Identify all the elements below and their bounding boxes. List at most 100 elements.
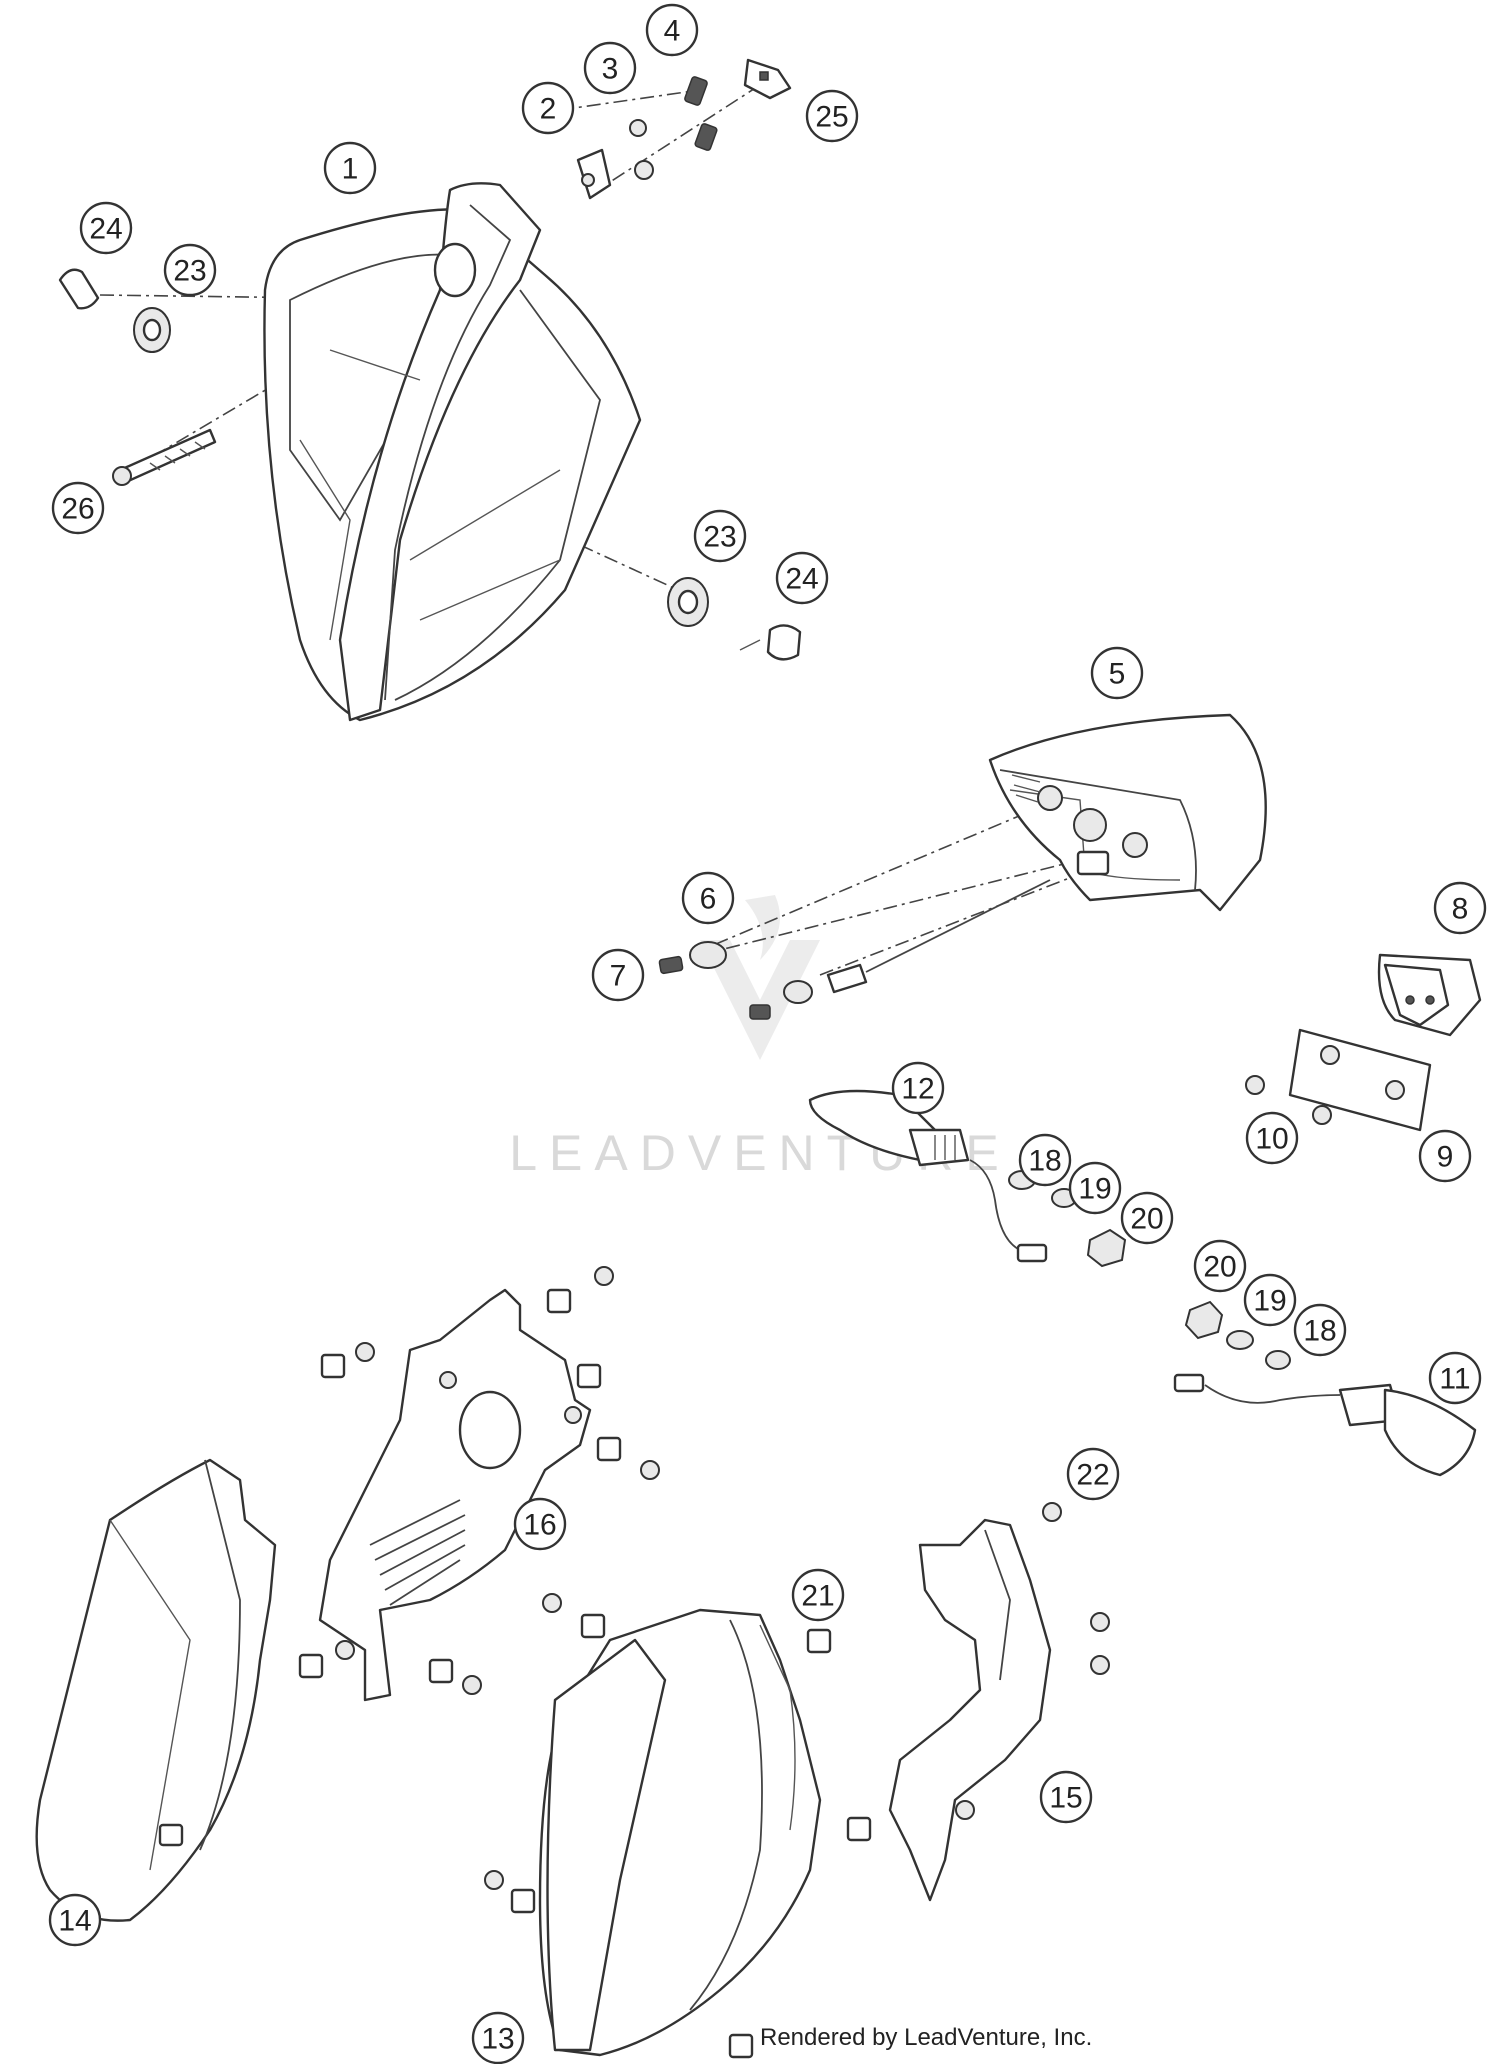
callout-circle [645,3,699,57]
callout-16: 16 [513,1497,567,1551]
callout-19: 19 [1068,1161,1122,1215]
side-cover-part-13 [538,1608,822,2057]
callout-circle [1066,1447,1120,1501]
callout-number: 24 [89,213,122,246]
callout-number: 16 [523,1509,556,1542]
callout-number: 24 [785,563,818,596]
grommet-screw-left [58,268,171,353]
callout-number: 26 [61,493,94,526]
callout-number: 3 [602,53,619,86]
callout-20: 20 [1193,1239,1247,1293]
callout-circle [79,201,133,255]
callout-circle [1245,1111,1299,1165]
callout-6: 6 [681,871,735,925]
side-cover-part-14 [35,1458,277,1922]
callout-circle [51,481,105,535]
callout-circle [1039,1770,1093,1824]
callout-number: 5 [1109,658,1126,691]
callout-number: 19 [1253,1285,1286,1318]
callout-number: 11 [1439,1363,1470,1396]
callout-circle [471,2011,525,2064]
callout-number: 9 [1437,1141,1454,1174]
clips-screws-upper [298,1266,660,1695]
headlight-part-1 [263,182,642,722]
turn-signal-part-11 [1173,1373,1477,1477]
callout-number: 23 [173,255,206,288]
callout-18: 18 [1293,1303,1347,1357]
callout-19: 19 [1243,1273,1297,1327]
callout-circle [681,871,735,925]
callout-circle [805,89,859,143]
callout-number: 4 [664,15,681,48]
callout-3: 3 [583,41,637,95]
credit-text: Rendered by LeadVenture, Inc. [760,2024,1092,2051]
callout-circle [521,81,575,135]
washers-18-19-20-lower [1184,1300,1291,1370]
grommet-screw-right [667,577,802,661]
callout-number: 8 [1452,893,1469,926]
callout-26: 26 [51,481,105,535]
callout-circle [791,1568,845,1622]
callout-8: 8 [1433,881,1487,935]
nuts-part-10 [1245,1075,1332,1125]
bracket-part-15 [888,1502,1110,1902]
callout-circle [1243,1273,1297,1327]
callout-circle [1418,1129,1472,1183]
callout-1: 1 [323,141,377,195]
callout-23: 23 [163,243,217,297]
callout-circle [693,509,747,563]
callout-number: 1 [342,153,359,186]
callout-circle [1068,1161,1122,1215]
callout-number: 2 [540,93,557,126]
callout-number: 20 [1130,1203,1163,1236]
callout-21: 21 [791,1568,845,1622]
callout-number: 14 [58,1905,91,1938]
long-bolt-26 [112,428,217,486]
callout-number: 25 [815,101,848,134]
callout-circle [513,1497,567,1551]
callout-circle [1433,881,1487,935]
leader-lines [99,84,1091,976]
callout-circle [583,41,637,95]
callout-number: 18 [1028,1145,1061,1178]
license-plate-light-part-8 [1377,953,1482,1037]
callout-number: 7 [610,960,627,993]
callout-14: 14 [48,1893,102,1947]
callout-circle [891,1061,945,1115]
callout-4: 4 [645,3,699,57]
bracket-part-16 [318,1288,592,1702]
callout-number: 22 [1076,1459,1109,1492]
callout-circle [1018,1133,1072,1187]
callout-circle [1120,1191,1174,1245]
callout-circle [1293,1303,1347,1357]
callout-number: 21 [801,1580,834,1613]
callout-number: 15 [1049,1782,1082,1815]
plate-bracket-part-9 [1288,1028,1432,1132]
callout-number: 19 [1078,1173,1111,1206]
callout-number: 6 [700,883,717,916]
callout-20: 20 [1120,1191,1174,1245]
callout-24: 24 [775,551,829,605]
callout-circle [48,1893,102,1947]
taillight-part-5 [988,713,1267,912]
callout-circle [323,141,377,195]
callout-circle [1428,1351,1482,1405]
clips-screws-lower [484,1593,872,2059]
callout-15: 15 [1039,1770,1093,1824]
callout-12: 12 [891,1061,945,1115]
callout-circle [591,948,645,1002]
callout-23: 23 [693,509,747,563]
callout-22: 22 [1066,1447,1120,1501]
callout-number: 13 [481,2023,514,2056]
callout-2: 2 [521,81,575,135]
callout-11: 11 [1428,1351,1482,1405]
callout-7: 7 [591,948,645,1002]
callout-number: 10 [1255,1123,1288,1156]
callout-number: 23 [703,521,736,554]
callout-circle [775,551,829,605]
bracket-hardware-2-3-4 [576,58,792,200]
callout-18: 18 [1018,1133,1072,1187]
callout-5: 5 [1090,646,1144,700]
callout-circle [1090,646,1144,700]
